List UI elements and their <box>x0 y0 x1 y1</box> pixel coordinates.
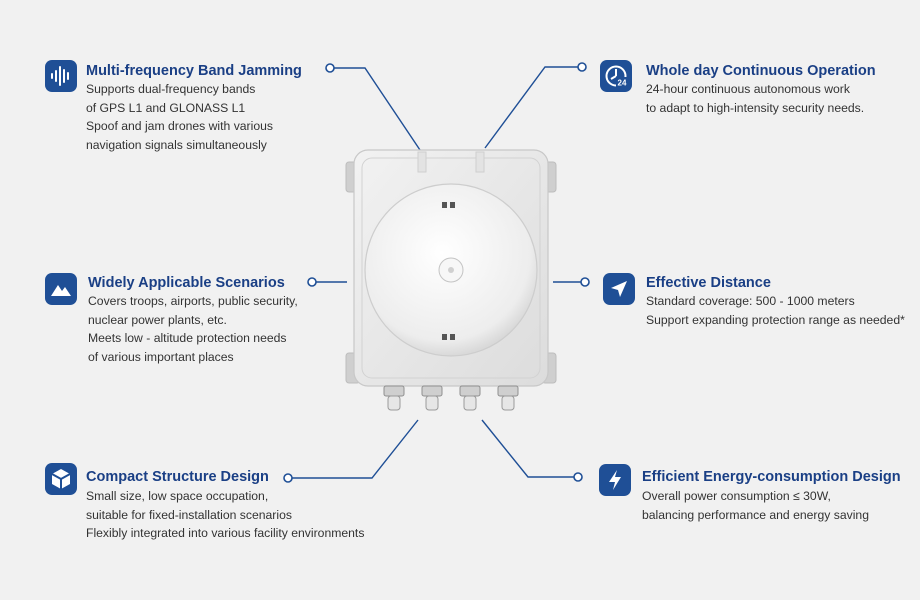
feature-line: Supports dual-frequency bands <box>86 82 256 96</box>
feature-line: Support expanding protection range as ne… <box>646 312 905 327</box>
feature-description-energy: Overall power consumption ≤ 30W, balanci… <box>642 487 869 524</box>
lightning-icon <box>599 464 631 496</box>
feature-title-multi-frequency: Multi-frequency Band Jamming <box>86 63 302 79</box>
feature-line: suitable for fixed-installation scenario… <box>86 507 292 522</box>
jammer-device-image <box>345 149 557 411</box>
mountain-icon <box>45 273 77 305</box>
navigation-arrow-icon <box>603 273 635 305</box>
feature-title-whole-day: Whole day Continuous Operation <box>646 63 876 79</box>
clock-24-label: 24 <box>618 79 627 88</box>
clock-24-icon: 24 <box>600 60 632 92</box>
feature-description-compact: Small size, low space occupation, suitab… <box>86 487 364 543</box>
feature-line: Small size, low space occupation, <box>86 489 269 503</box>
feature-line: Standard coverage: 500 - 1000 meters <box>646 294 855 308</box>
feature-line: Overall power consumption ≤ 30W, <box>642 489 831 503</box>
feature-line: navigation signals simultaneously <box>86 137 267 152</box>
feature-line: Covers troops, airports, public security… <box>88 294 298 308</box>
feature-title-energy: Efficient Energy-consumption Design <box>642 469 901 485</box>
feature-line: of various important places <box>88 349 234 364</box>
feature-description-multi-frequency: Supports dual-frequency bands of GPS L1 … <box>86 80 273 154</box>
feature-description-scenarios: Covers troops, airports, public security… <box>88 292 298 366</box>
audio-wave-icon <box>45 60 77 92</box>
feature-line: Meets low - altitude protection needs <box>88 331 287 346</box>
feature-description-whole-day: 24-hour continuous autonomous work to ad… <box>646 80 864 117</box>
feature-line: nuclear power plants, etc. <box>88 312 227 327</box>
feature-line: Flexibly integrated into various facilit… <box>86 526 365 541</box>
feature-description-distance: Standard coverage: 500 - 1000 meters Sup… <box>646 292 905 329</box>
feature-title-distance: Effective Distance <box>646 275 771 291</box>
feature-title-compact: Compact Structure Design <box>86 469 269 485</box>
feature-line: balancing performance and energy saving <box>642 507 869 522</box>
feature-line: of GPS L1 and GLONASS L1 <box>86 100 246 115</box>
cube-icon <box>45 463 77 495</box>
feature-line: to adapt to high-intensity security need… <box>646 100 865 115</box>
feature-line: Spoof and jam drones with various <box>86 119 273 134</box>
feature-line: 24-hour continuous autonomous work <box>646 82 850 96</box>
feature-title-scenarios: Widely Applicable Scenarios <box>88 275 285 291</box>
